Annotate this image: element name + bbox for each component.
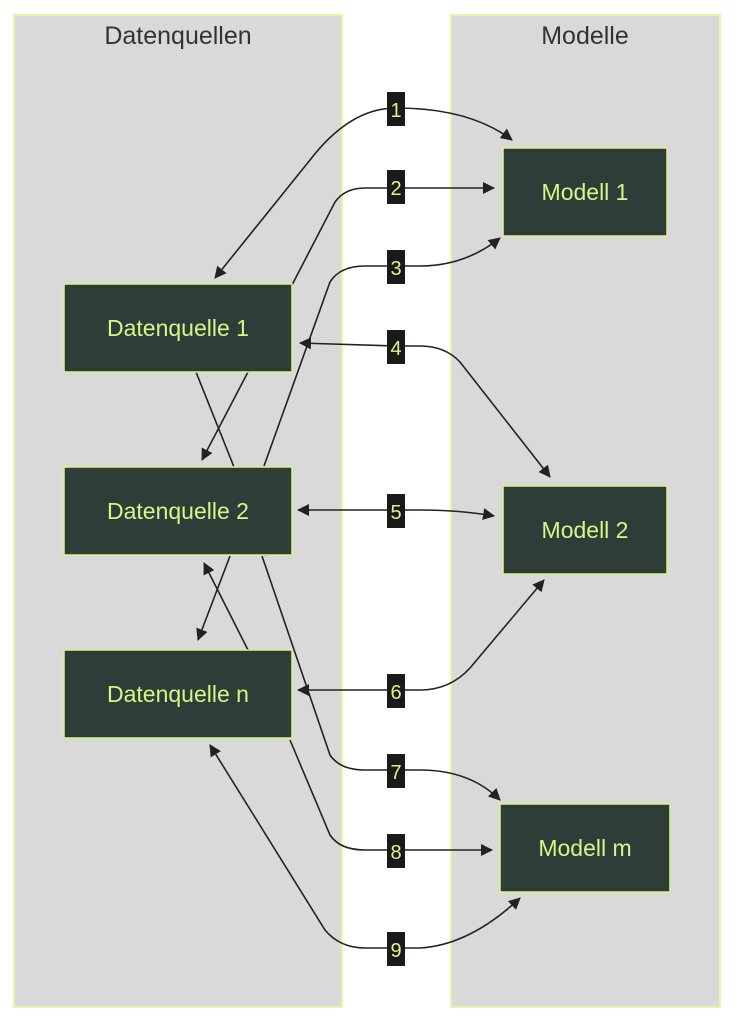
node-modell-2[interactable]: Modell 2 — [502, 485, 668, 575]
edge-label-5: 5 — [387, 494, 405, 528]
edge-label-text-6: 6 — [390, 682, 401, 704]
lane-title-datenquellen: Datenquellen — [104, 22, 251, 50]
edge-3[interactable] — [263, 237, 501, 467]
node-label-datenquelle-n: Datenquelle n — [107, 681, 249, 707]
node-label-datenquelle-2: Datenquelle 2 — [107, 498, 249, 524]
node-label-modell-1: Modell 1 — [542, 179, 629, 205]
edge-label-text-9: 9 — [390, 940, 401, 962]
edge-label-text-1: 1 — [390, 100, 401, 122]
edge-4[interactable] — [299, 337, 551, 478]
edge-label-text-7: 7 — [390, 762, 401, 784]
edge-label-7: 7 — [387, 754, 405, 788]
edge-ds1-ds2[interactable] — [201, 371, 249, 461]
lane-title-modelle: Modelle — [541, 22, 629, 50]
edge-5[interactable] — [297, 504, 495, 520]
edge-label-4: 4 — [387, 330, 405, 364]
edge-label-1: 1 — [387, 92, 405, 126]
edge-label-9: 9 — [387, 932, 405, 966]
node-datenquelle-n[interactable]: Datenquelle n — [63, 649, 293, 739]
node-label-modell-m: Modell m — [538, 835, 631, 861]
edge-label-text-3: 3 — [390, 258, 401, 280]
edge-label-text-8: 8 — [390, 842, 401, 864]
edge-2[interactable] — [291, 182, 495, 286]
edge-label-6: 6 — [387, 674, 405, 708]
node-datenquelle-1[interactable]: Datenquelle 1 — [63, 283, 293, 373]
edge-ds2-dsn[interactable] — [196, 555, 231, 641]
edge-label-2: 2 — [387, 170, 405, 204]
node-modell-1[interactable]: Modell 1 — [502, 147, 668, 237]
edge-label-text-2: 2 — [390, 178, 401, 200]
node-label-modell-2: Modell 2 — [542, 517, 629, 543]
edge-labels: 1 2 3 4 5 6 7 8 — [387, 92, 405, 966]
edge-9[interactable] — [209, 744, 521, 949]
node-label-datenquelle-1: Datenquelle 1 — [107, 315, 249, 341]
edge-label-text-5: 5 — [390, 502, 401, 524]
edge-6[interactable] — [297, 579, 545, 696]
edge-dsn-ds2[interactable] — [203, 562, 249, 651]
edge-label-3: 3 — [387, 250, 405, 284]
node-datenquelle-2[interactable]: Datenquelle 2 — [63, 466, 293, 556]
node-modell-m[interactable]: Modell m — [499, 803, 671, 893]
edge-label-text-4: 4 — [390, 338, 401, 360]
edge-label-8: 8 — [387, 834, 405, 868]
